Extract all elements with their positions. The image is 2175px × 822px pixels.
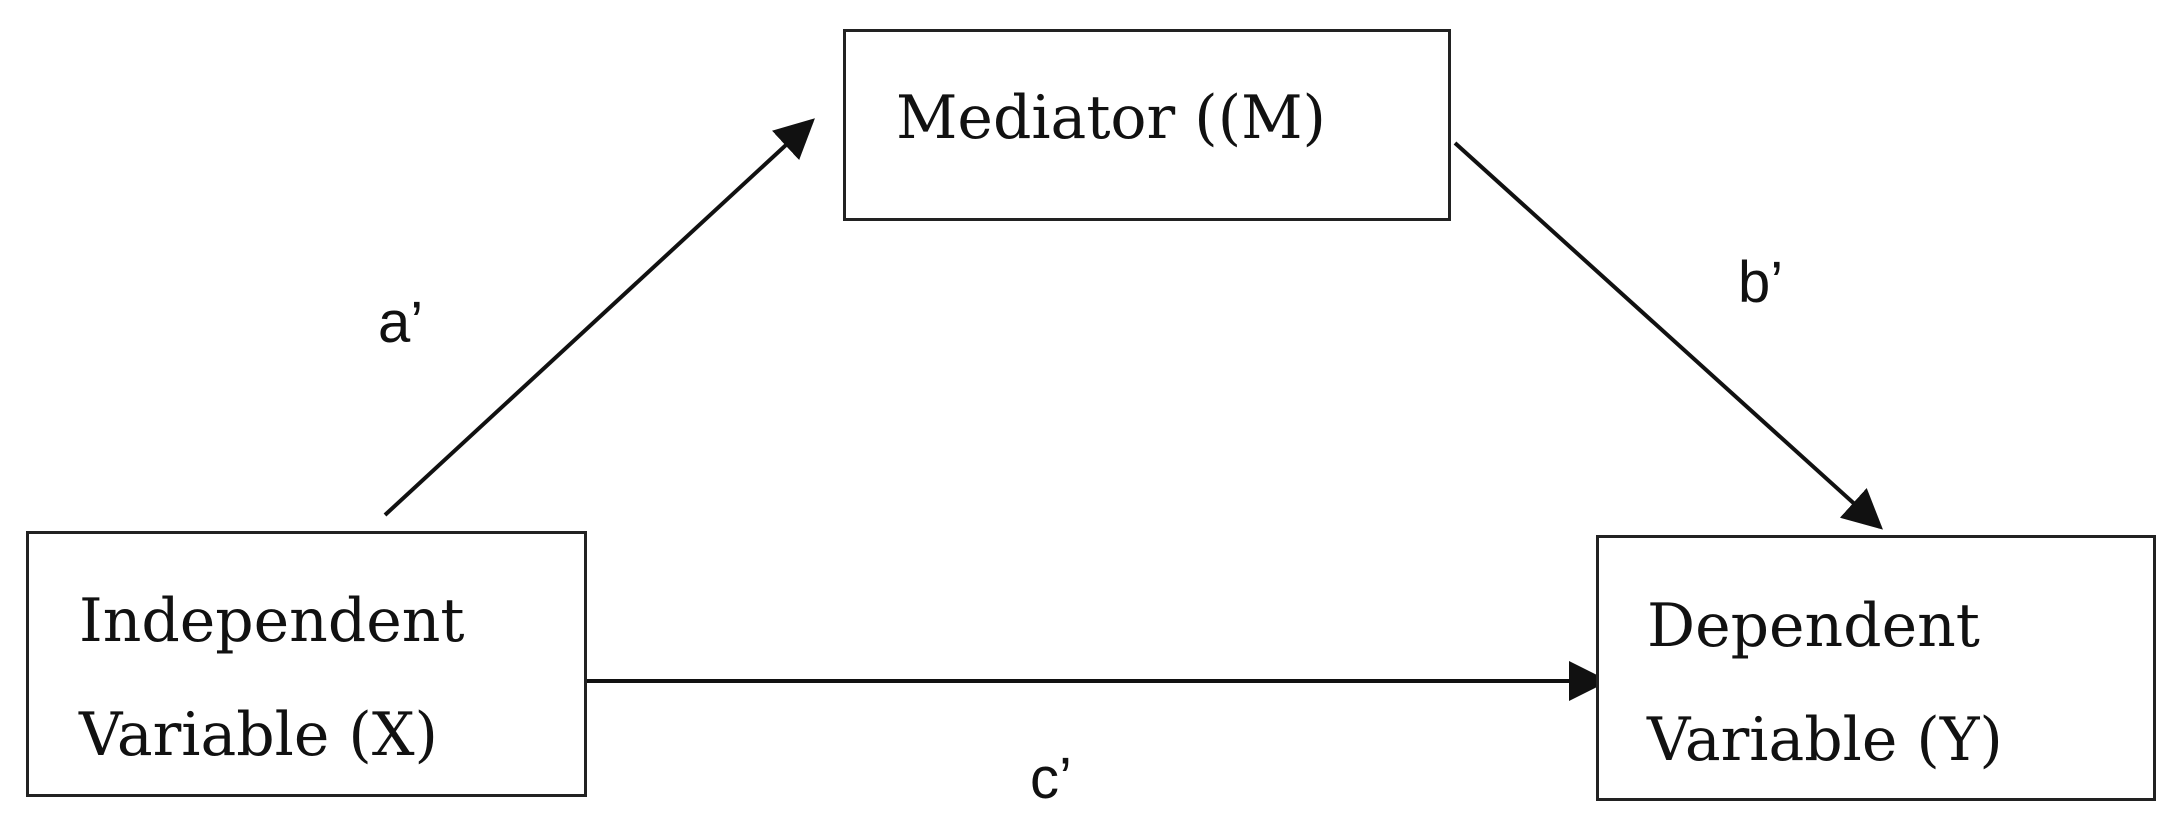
independent-variable-box: Independent Variable (X) (26, 531, 587, 797)
independent-variable-label-line2: Variable (X) (79, 700, 438, 770)
mediator-label: Mediator ((M) (896, 83, 1326, 153)
dependent-variable-label-line2: Variable (Y) (1647, 705, 2003, 775)
dependent-variable-label-line1: Dependent (1647, 591, 1980, 661)
arrow-b-path (1453, 141, 1883, 530)
path-c-label: c’ (1030, 746, 1072, 811)
independent-variable-label-line1: Independent (79, 586, 465, 656)
dependent-variable-box: Dependent Variable (Y) (1596, 535, 2156, 801)
path-a-label: a’ (378, 290, 424, 355)
arrow-a-path (383, 118, 815, 517)
mediator-box: Mediator ((M) (843, 29, 1451, 221)
path-b-label: b’ (1738, 250, 1784, 315)
